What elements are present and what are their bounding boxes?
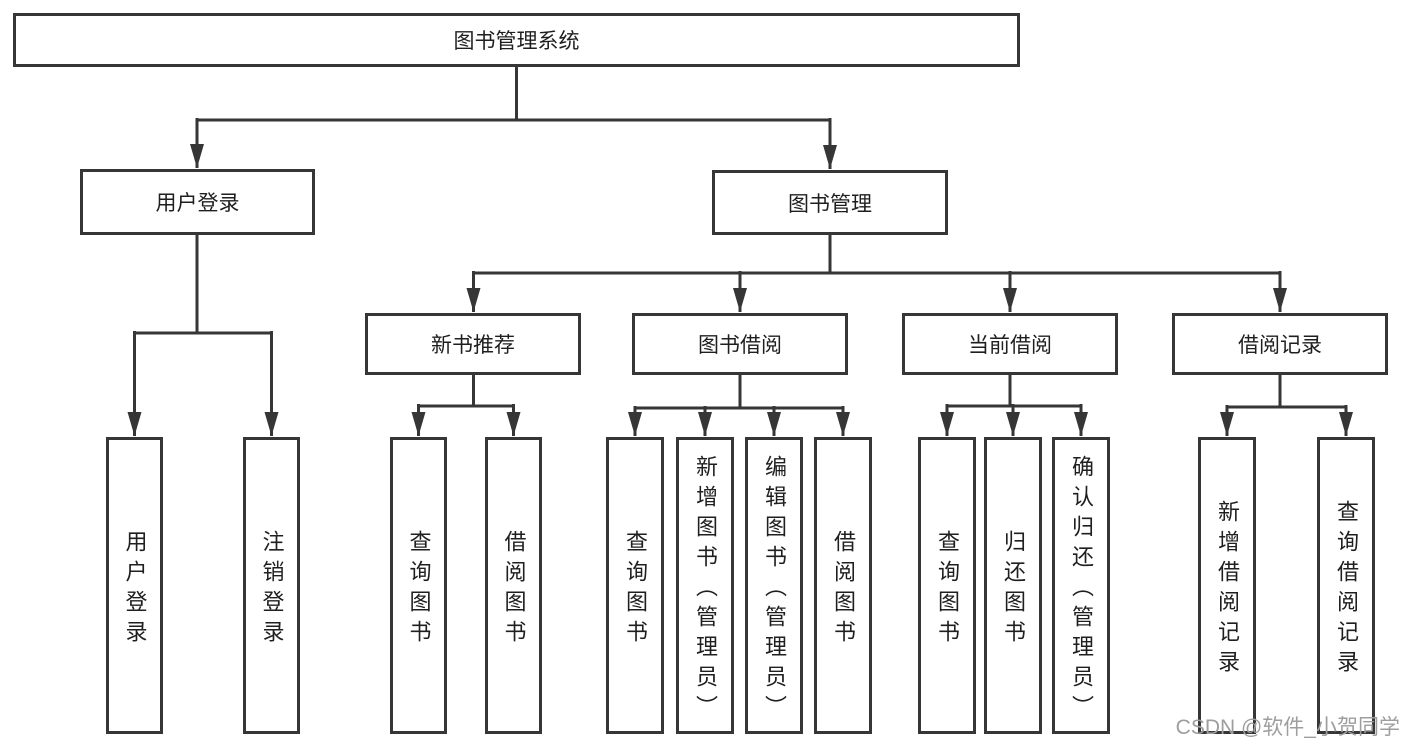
node-book-borrow: 图书借阅 bbox=[632, 313, 848, 375]
csdn-watermark: CSDN @软件_小贺同学 bbox=[1175, 716, 1400, 739]
leaf-add-borrow-record: 新增借阅记录 bbox=[1198, 437, 1256, 734]
node-label: 当前借阅 bbox=[968, 334, 1052, 357]
node-new-book-recommend: 新书推荐 bbox=[365, 313, 581, 375]
node-label: 查询借阅记录 bbox=[1334, 499, 1359, 680]
leaf-query-borrow-record: 查询借阅记录 bbox=[1317, 437, 1375, 734]
leaf-borrow-books-recommend: 借阅图书 bbox=[485, 437, 542, 734]
leaf-query-books-borrow: 查询图书 bbox=[606, 437, 664, 734]
node-label: 编辑图书（管理员） bbox=[762, 454, 787, 725]
node-label: 图书借阅 bbox=[698, 334, 782, 357]
node-label: 用户登录 bbox=[155, 192, 240, 215]
node-label: 新增借阅记录 bbox=[1215, 499, 1240, 680]
node-label: 查询图书 bbox=[935, 529, 960, 650]
leaf-query-books-recommend: 查询图书 bbox=[390, 437, 447, 734]
node-label: 借阅图书 bbox=[831, 529, 856, 650]
node-library-management-system: 图书管理系统 bbox=[13, 13, 1020, 67]
node-book-management: 图书管理 bbox=[712, 170, 948, 235]
leaf-borrow-books: 借阅图书 bbox=[814, 437, 872, 734]
node-label: 借阅图书 bbox=[501, 529, 527, 650]
node-label: 确认归还（管理员） bbox=[1069, 454, 1094, 725]
node-borrow-records: 借阅记录 bbox=[1172, 313, 1388, 375]
leaf-query-books-current: 查询图书 bbox=[918, 437, 976, 734]
node-label: 查询图书 bbox=[406, 529, 432, 650]
node-label: 新增图书（管理员） bbox=[693, 454, 718, 725]
leaf-confirm-return-admin: 确认归还（管理员） bbox=[1052, 437, 1110, 734]
node-label: 新书推荐 bbox=[431, 334, 515, 357]
node-label: 查询图书 bbox=[623, 529, 648, 650]
node-label: 图书管理系统 bbox=[453, 30, 580, 53]
leaf-user-login: 用户登录 bbox=[106, 437, 163, 734]
node-label: 图书管理 bbox=[788, 192, 872, 216]
node-current-borrow: 当前借阅 bbox=[902, 313, 1118, 375]
leaf-add-book-admin: 新增图书（管理员） bbox=[676, 437, 734, 734]
node-label: 用户登录 bbox=[122, 529, 148, 650]
node-user-login: 用户登录 bbox=[80, 169, 315, 235]
node-label: 归还图书 bbox=[1001, 529, 1026, 650]
leaf-return-book: 归还图书 bbox=[984, 437, 1042, 734]
leaf-logout: 注销登录 bbox=[243, 437, 300, 734]
node-label: 注销登录 bbox=[259, 529, 285, 650]
leaf-edit-book-admin: 编辑图书（管理员） bbox=[745, 437, 803, 734]
node-label: 借阅记录 bbox=[1238, 334, 1322, 357]
